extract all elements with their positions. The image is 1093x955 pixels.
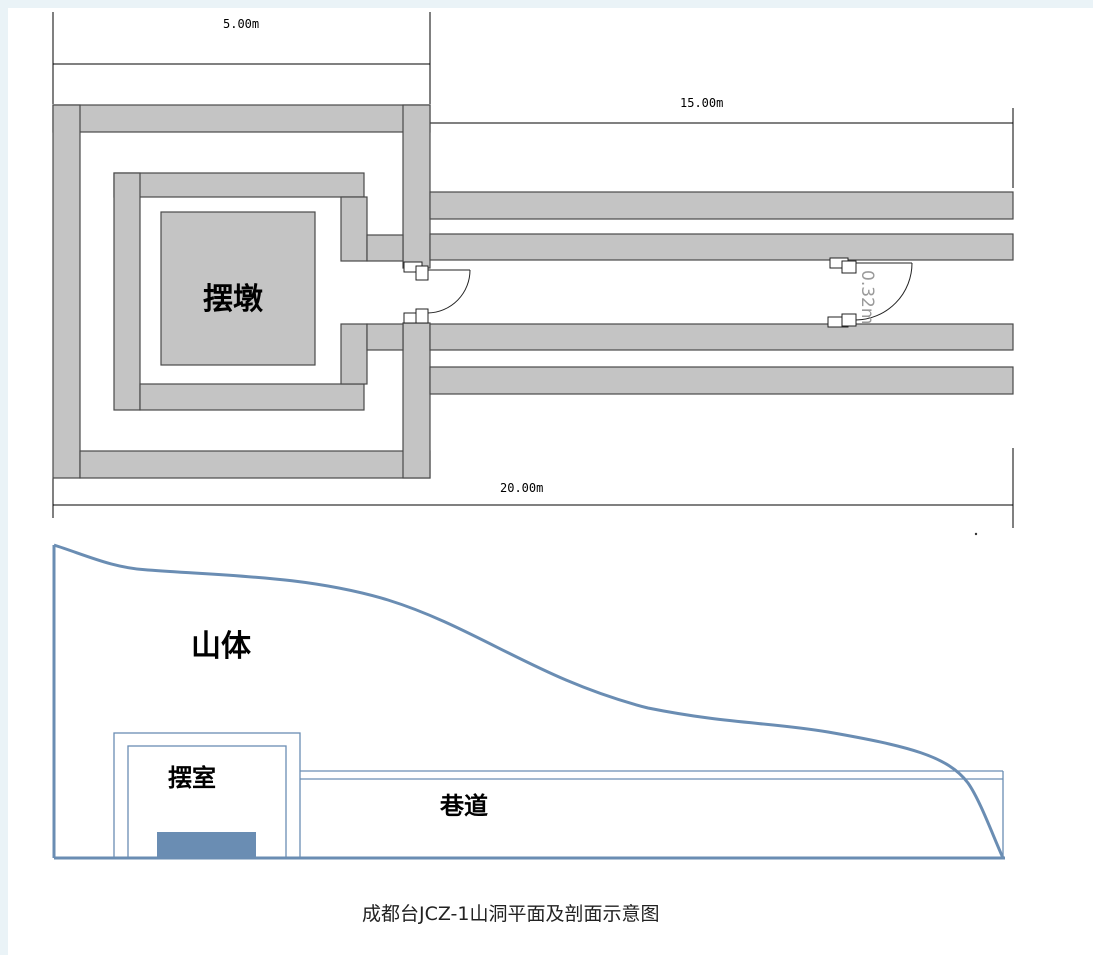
stray-dot: [974, 532, 978, 536]
cave-diagram-svg: 5.00m 15.00m 20.00m: [52, 12, 1014, 925]
outer-wall-right-lower: [402, 322, 431, 479]
door2-swing-arc: [855, 262, 913, 321]
plan-walls: [52, 104, 1014, 479]
dimension-lines: [52, 12, 1014, 528]
outer-wall-top: [52, 104, 431, 133]
room-label: 摆室: [168, 763, 216, 792]
connector-upper: [366, 234, 404, 262]
door2-hinge-bottom-inner: [841, 313, 857, 327]
tunnel-section: [300, 770, 1004, 858]
door-hinge-top-inner: [415, 265, 429, 281]
inner-wall-right-upper: [340, 196, 368, 262]
inner-wall-bottom: [139, 383, 365, 411]
outer-wall-right-upper: [402, 104, 431, 269]
mountain-label: 山体: [191, 629, 252, 664]
tunnel-wall-2: [429, 233, 1014, 261]
tunnel-wall-1: [429, 191, 1014, 220]
diagram-caption: 成都台JCZ-1山洞平面及剖面示意图: [362, 903, 660, 925]
plan-view: 5.00m 15.00m 20.00m: [52, 12, 1014, 536]
inner-wall-right-lower: [340, 323, 368, 385]
pier-label: 摆墩: [203, 282, 264, 317]
inner-wall-top: [113, 172, 365, 198]
door-hinge-bottom-inner: [415, 308, 429, 324]
dim-label-15m: 15.00m: [680, 96, 723, 110]
outer-wall-bottom: [79, 450, 431, 479]
door-in-tunnel: [827, 257, 913, 328]
pier-block: [160, 211, 316, 366]
dim-label-5m: 5.00m: [223, 17, 259, 31]
tunnel-wall-3: [429, 323, 1014, 351]
inner-wall-left: [113, 172, 141, 411]
connector-lower: [366, 323, 404, 351]
faint-door-annotation: 0.32m: [857, 270, 877, 324]
tunnel-wall-4: [429, 366, 1014, 395]
door2-hinge-top-inner: [841, 260, 857, 274]
room-pier-block: [157, 832, 256, 858]
dim-label-20m: 20.00m: [500, 481, 543, 495]
outer-wall-left: [52, 104, 81, 479]
door-swing-arc: [427, 269, 471, 314]
door-near-room: [403, 261, 471, 324]
mountain-profile-line: [53, 543, 1005, 859]
diagram-canvas: 5.00m 15.00m 20.00m: [8, 8, 1093, 955]
section-view: 山体 摆室 巷道: [52, 543, 1005, 860]
tunnel-label: 巷道: [439, 791, 488, 820]
